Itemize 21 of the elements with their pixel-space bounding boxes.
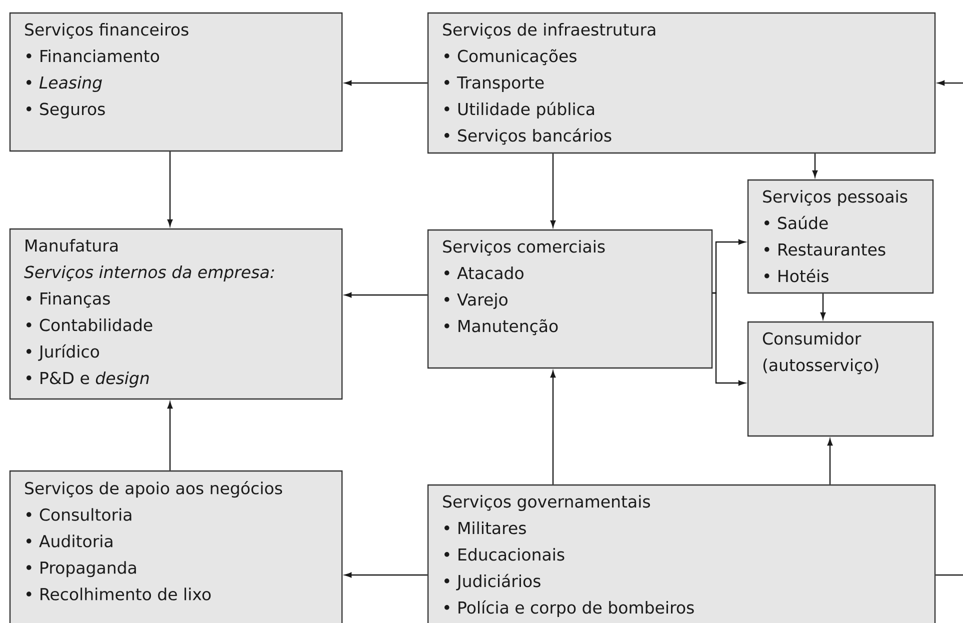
arrow [550,154,556,228]
arrow [344,572,428,578]
service-box: Serviços pessoais • Saúde • Restaurantes • Hotéis [747,179,934,294]
arrow [344,292,428,298]
service-box: Serviços de apoio aos negócios • Consultoria • Auditoria • Propaganda • Recolhimento de lixo [9,470,343,623]
service-box: Consumidor (autosserviço) [747,321,934,437]
arrow [812,154,818,178]
service-box: Serviços de infraestrutura • Comunicações • Transporte • Utilidade pública • Serviços bancários [427,12,936,154]
service-box: Serviços comerciais • Atacado • Varejo • Manutenção [427,229,713,369]
service-box: Serviços financeiros • Financiamento • Leasing • Seguros [9,12,343,152]
arrow [712,239,746,294]
arrow [550,370,556,484]
arrow [167,152,173,226]
arrow [820,294,826,320]
arrow [167,402,173,470]
arrow [827,438,833,484]
arrow [938,80,963,86]
arrow [344,80,428,86]
service-box: Manufatura Serviços internos da empresa: • Finanças • Contabilidade • Jurídico • P&D e design [9,228,343,400]
arrow [712,292,746,386]
service-box: Serviços governamentais • Militares • Educacionais • Judiciários • Polícia e corpo de bombeiros [427,484,936,623]
